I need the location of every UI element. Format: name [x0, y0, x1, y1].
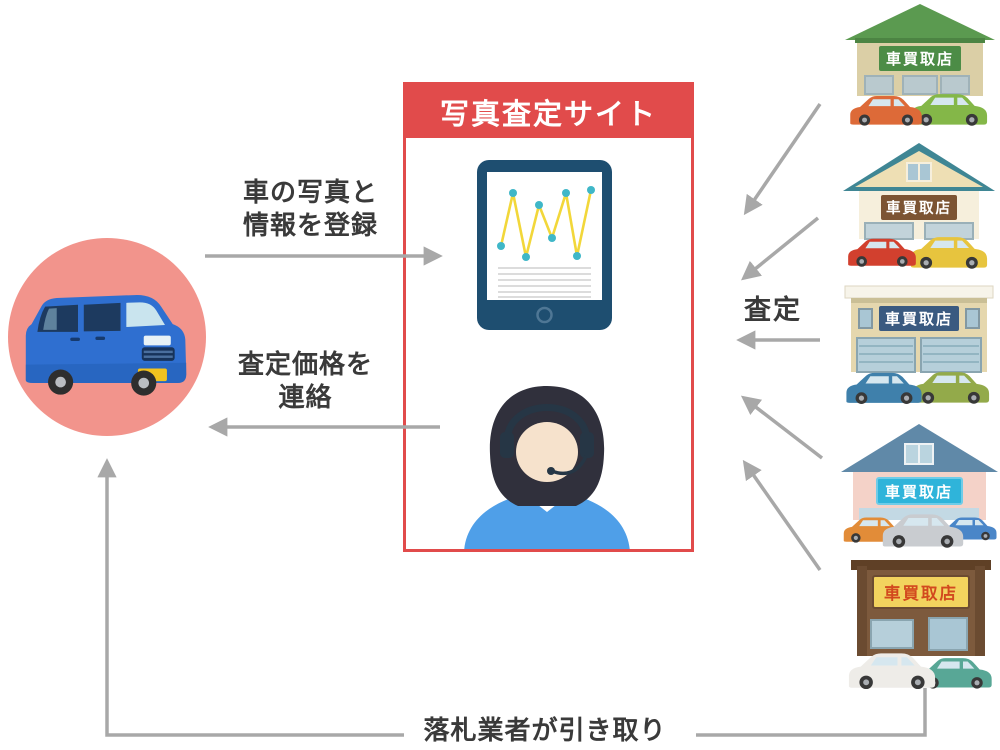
arrow-appraisal-shop2	[741, 216, 820, 281]
yellow-car-icon	[910, 237, 988, 269]
buyer-shop-4: 車買取店	[841, 420, 998, 548]
shop-sign: 車買取店	[876, 477, 963, 505]
pickup-line-left-arrow	[97, 458, 404, 737]
tablet-chart-icon	[477, 160, 612, 330]
photo-appraisal-site-panel: 写真査定サイト	[403, 82, 694, 552]
shop-icon-5: 車買取店	[848, 560, 992, 690]
buyer-shop-1: 車買取店	[845, 2, 995, 127]
register-label: 車の写真と 情報を登録	[242, 177, 378, 241]
operator-headset-icon	[464, 386, 630, 549]
blue-car-icon	[846, 372, 922, 404]
green-car-icon	[910, 94, 988, 126]
shop-icon-2: 車買取店	[843, 143, 995, 269]
shop-sign-text: 車買取店	[886, 199, 952, 217]
site-title: 写真査定サイト	[406, 85, 691, 138]
pickup-line-right	[696, 688, 927, 737]
shop-sign-text: 車買取店	[884, 583, 958, 603]
orange-car-icon	[850, 96, 922, 126]
shop-sign: 車買取店	[872, 575, 970, 609]
price-contact-label: 査定価格を 連絡	[237, 349, 373, 413]
shop-icon-3: 車買取店	[844, 285, 994, 404]
white-car-icon	[848, 653, 936, 690]
car-icon	[25, 295, 187, 396]
arrow-appraisal-shop1	[743, 103, 822, 216]
buyer-shop-5: 車買取店	[845, 556, 997, 691]
buyer-shop-2: 車買取店	[843, 141, 995, 269]
shop-sign-text: 車買取店	[885, 310, 953, 328]
shop-sign-text: 車買取店	[885, 483, 953, 501]
shop-sign-text: 車買取店	[886, 50, 954, 68]
arrow-appraisal-shop4	[740, 395, 824, 460]
red-car-icon	[848, 238, 916, 267]
olive-car-icon	[912, 372, 990, 404]
arrow-appraisal-shop5	[742, 459, 822, 572]
shop-sign: 車買取店	[879, 46, 961, 71]
shop-icon-4: 車買取店	[841, 424, 998, 548]
pickup-label: 落札業者が引き取り	[423, 715, 667, 745]
appraisal-label: 査定	[744, 295, 802, 325]
buyer-shop-3: 車買取店	[843, 282, 995, 406]
shop-sign: 車買取店	[881, 195, 957, 220]
seller-car-badge	[8, 238, 206, 436]
shop-icon-1: 車買取店	[845, 4, 995, 126]
shop-sign: 車買取店	[879, 306, 959, 331]
